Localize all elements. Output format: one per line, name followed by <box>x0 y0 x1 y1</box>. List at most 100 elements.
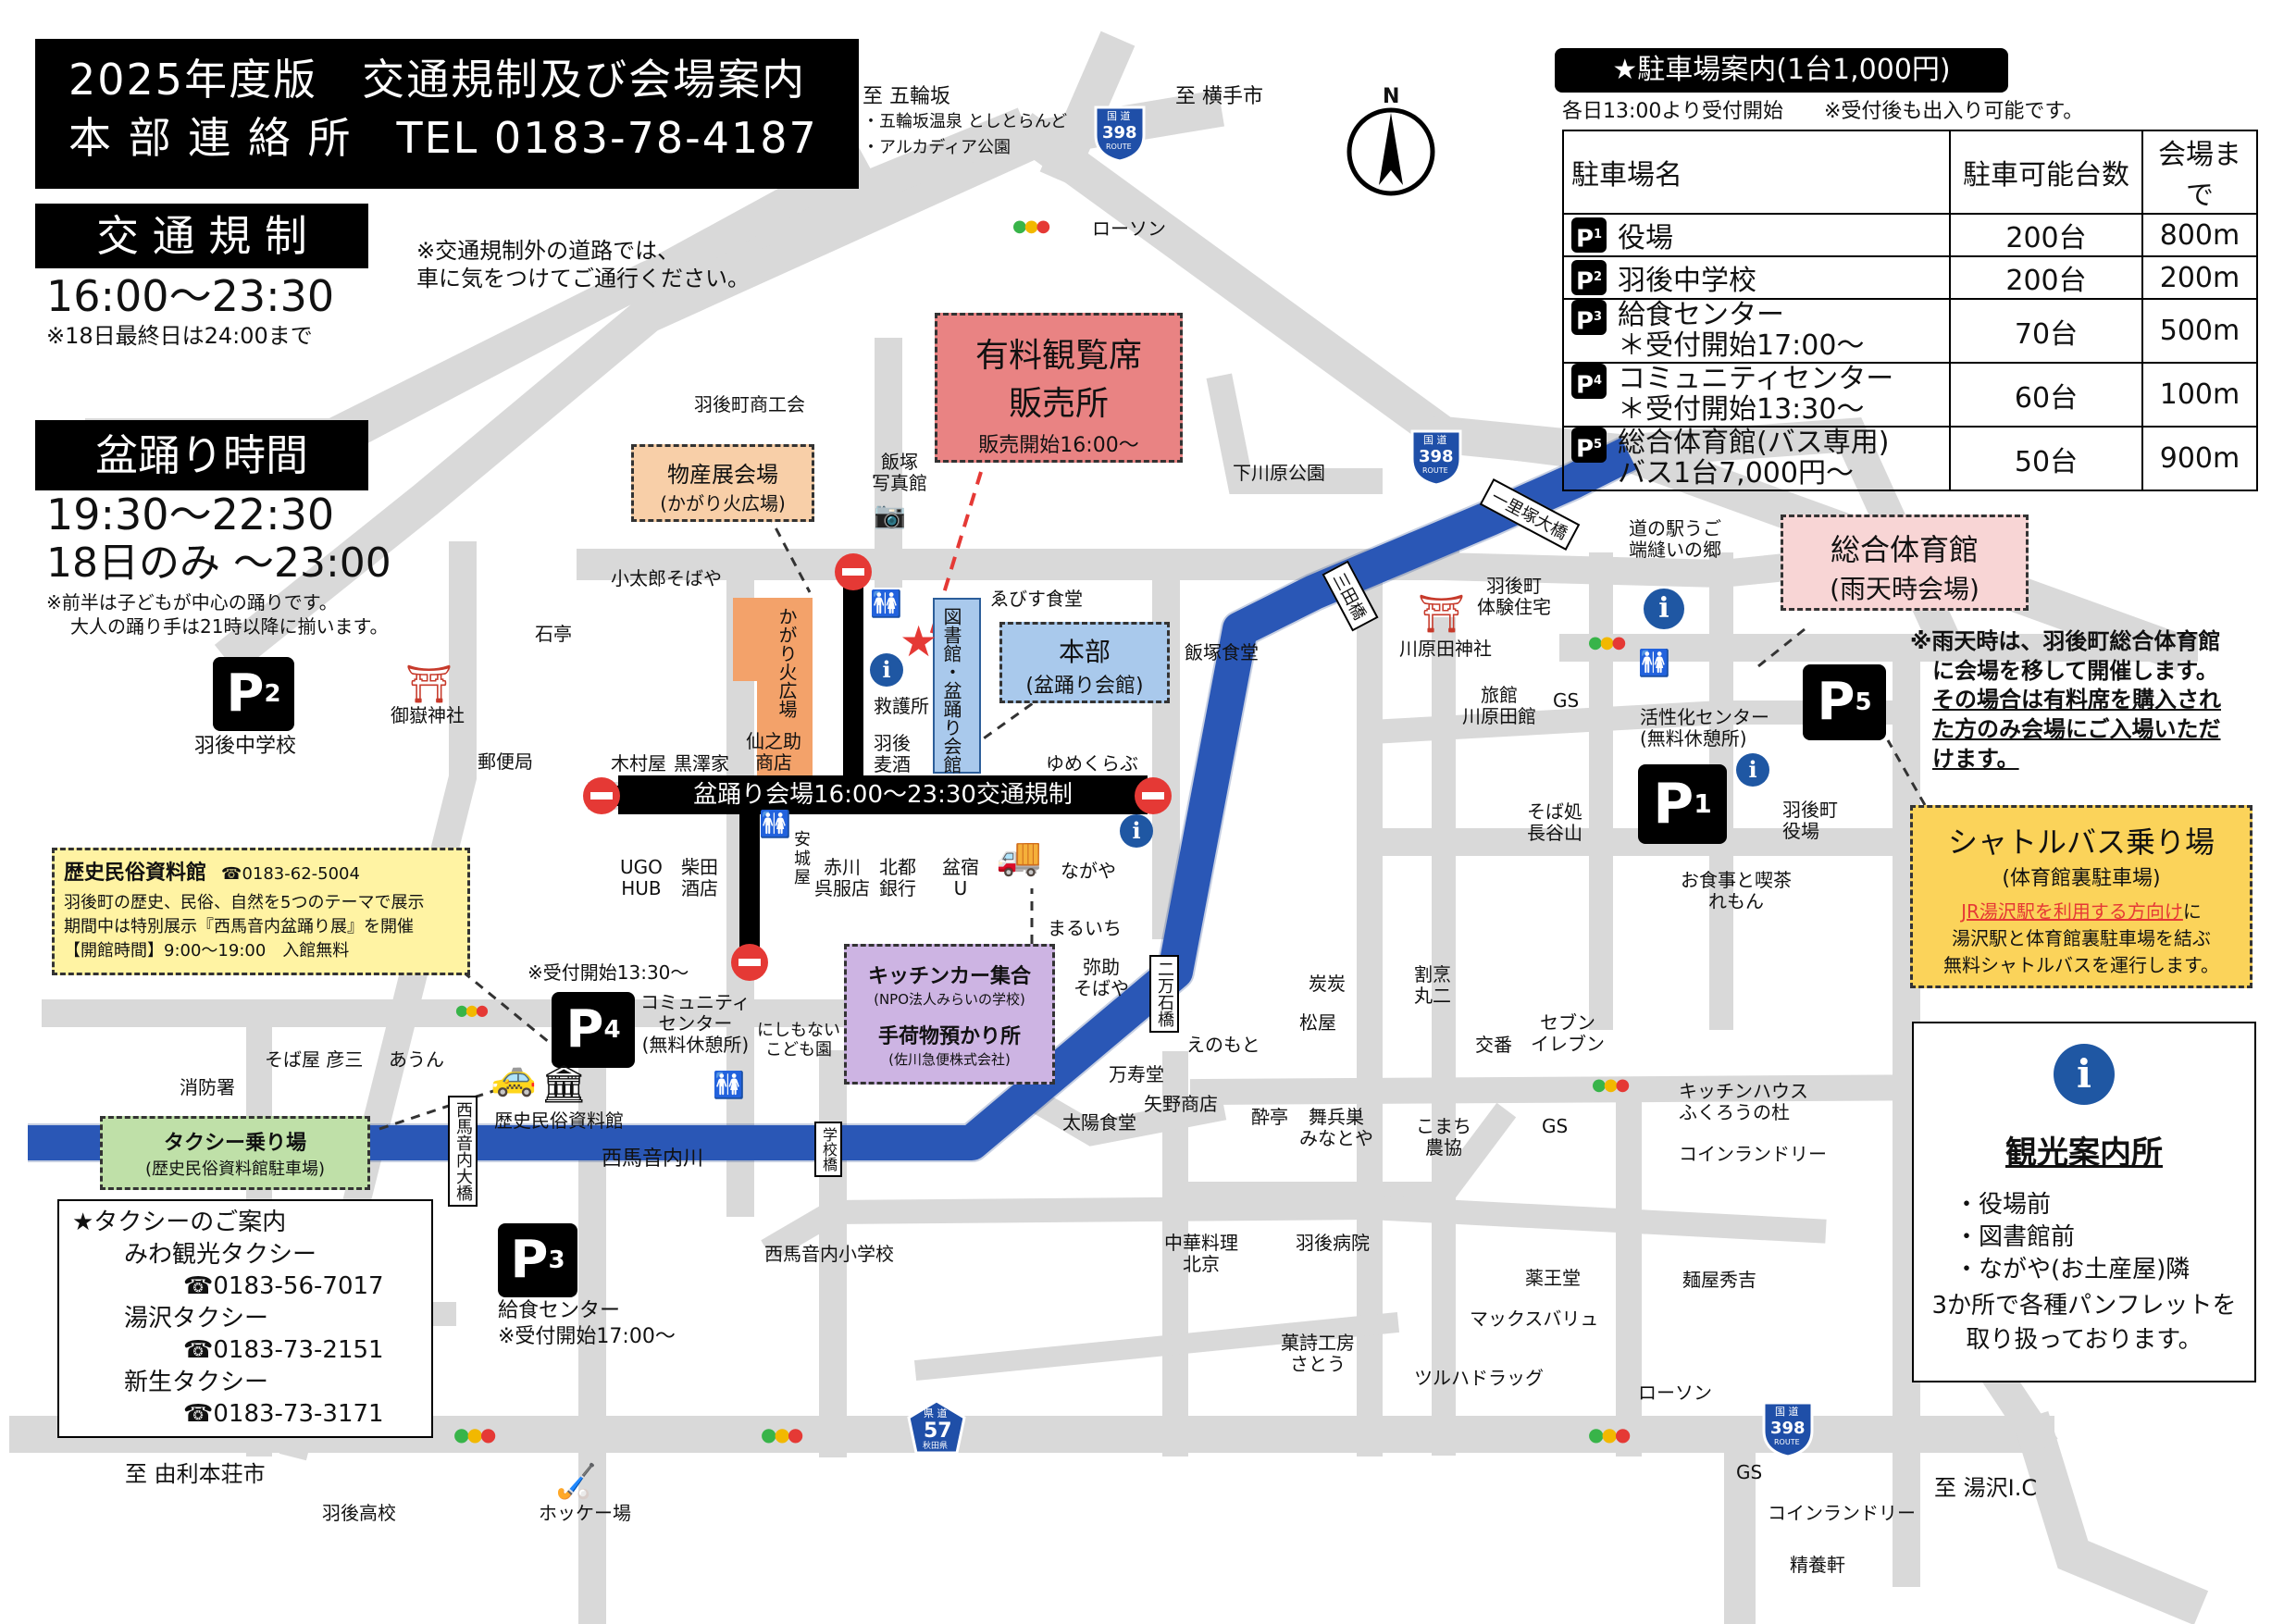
parking-name: 羽後中学校 <box>1618 265 1756 297</box>
map-label: 西馬音内小学校 <box>764 1243 894 1265</box>
map-label: ゑびす食堂 <box>990 588 1083 610</box>
info-icon: i <box>870 653 903 687</box>
taxi-guide-box: ★タクシーのご案内 みわ観光タクシー ☎0183-56-7017 湯沢タクシー … <box>57 1199 433 1438</box>
bussan-box: 物産展会場 (かがり火広場) <box>631 444 814 522</box>
map-label: 薬王堂 <box>1525 1267 1581 1289</box>
parking-count: 50台 <box>1949 426 2143 491</box>
booth-title-1: 有料観覧席 <box>974 337 1142 375</box>
bon-time: 19:30〜22:30 <box>46 490 335 539</box>
map-label: にしもない こども園 <box>757 1021 840 1060</box>
map-label: 飯塚食堂 <box>1185 641 1259 663</box>
shuttle-arrow <box>1886 739 1927 806</box>
map-label: 交番 <box>1475 1034 1512 1056</box>
direction-yokote: 至 横手市 <box>1175 85 1263 108</box>
gym-title: 総合体育館 <box>1830 532 1979 567</box>
map-label: ホッケー場 <box>539 1502 631 1524</box>
parking-dist: 500m <box>2141 298 2258 364</box>
map-label: GS <box>1553 689 1580 712</box>
booth-title-2: 販売所 <box>1008 385 1109 423</box>
shuttle-line-3: 無料シャトルバスを運行します。 <box>1943 954 2219 976</box>
road <box>2013 1411 2209 1624</box>
museum-box: 歴史民俗資料館 ☎0183-62-5004 羽後町の歴史、民俗、自然を5つのテー… <box>52 848 470 975</box>
tourist-info-loc-3: ・ながや(お土産屋)隣 <box>1955 1256 2191 1284</box>
map-label: 給食センター <box>498 1299 621 1322</box>
header-box: 2025年度版 交通規制及び会場案内 本 部 連 絡 所 TEL 0183-78… <box>35 39 859 189</box>
kagaribi-plaza-label: かがり火広場 <box>776 607 798 718</box>
taxi-company-2: 湯沢タクシー <box>124 1304 269 1333</box>
traffic-light-icon: ●●● <box>1012 217 1050 236</box>
map-label: 舞兵巣 みなとや <box>1299 1106 1373 1149</box>
p2-label: 羽後中学校 <box>194 735 297 758</box>
kitchen-title-2: 手荷物預かり所 <box>877 1025 1021 1048</box>
route-398-route: ROUTE <box>1106 143 1132 151</box>
nishimonai-river <box>28 438 1637 1160</box>
map-label: 木村屋 <box>611 752 666 775</box>
no-entry-icon <box>731 944 768 981</box>
parking-header-name: 駐車場名 <box>1562 130 1951 215</box>
booth-box: 有料観覧席 販売所 販売開始16:00〜 <box>935 313 1183 463</box>
nishimonai-river-edge <box>28 436 1638 1162</box>
shuttle-line-2: 湯沢駅と体育館裏駐車場を結ぶ <box>1952 927 2211 949</box>
map-label: 郵便局 <box>478 750 533 773</box>
shuttle-box: シャトルバス乗り場 (体育館裏駐車場) JR湯沢駅を利用する方向けに 湯沢駅と体… <box>1910 805 2253 988</box>
museum-arrow <box>462 970 565 1057</box>
no-entry-icon <box>835 553 872 590</box>
map-label: 炭炭 <box>1309 973 1346 995</box>
info-icon: i <box>1736 753 1769 787</box>
parking-count: 70台 <box>1949 298 2143 364</box>
rain-note-2: に会場を移して開催します。 <box>1932 657 2218 684</box>
traffic-outside-note-2: 車に気をつけてご通行ください。 <box>416 266 750 291</box>
library-label: 図書館・盆踊り会館 <box>940 607 962 774</box>
parking-p5-badge: P5 <box>1803 664 1886 740</box>
traffic-light-icon: ●●● <box>453 1423 496 1445</box>
map-label: 黒澤家 <box>674 752 729 775</box>
shrine-icon: ⛩ <box>405 663 453 706</box>
rain-note-1: ※雨天時は、羽後町総合体育館 <box>1910 628 2221 654</box>
parking-badge-icon: P4 <box>1571 364 1607 400</box>
parking-name: 給食センター <box>1618 299 1784 331</box>
traffic-light-icon: ●●● <box>1588 1423 1631 1445</box>
shuttle-line-1a: JR湯沢駅を利用する方向け <box>1961 900 2183 923</box>
parking-name: コミュニティセンター <box>1618 363 1894 395</box>
map-label: ※受付開始17:00〜 <box>498 1325 676 1348</box>
parking-count: 60台 <box>1949 362 2143 428</box>
map-label: 救護所 <box>874 695 929 717</box>
museum-icon: 🏛 <box>540 1063 588 1106</box>
map-label: コインランドリー <box>1679 1143 1827 1165</box>
route-57-akita: 秋田県 <box>923 1442 949 1451</box>
bon-note-1: ※前半は子どもが中心の踊りです。 <box>46 591 338 614</box>
map-label: 万寿堂 <box>1109 1063 1164 1085</box>
map-label: 川原田神社 <box>1399 638 1492 660</box>
map-label: そば処 長谷山 <box>1527 800 1582 844</box>
parking-badge-icon: P5 <box>1571 428 1607 464</box>
route-398-shield-south: 国 道 398 ROUTE <box>1758 1399 1818 1458</box>
map-label: マックスバリュ <box>1470 1308 1599 1330</box>
gym-box: 総合体育館 (雨天時会場) <box>1781 514 2029 611</box>
map-label: 御嶽神社 <box>391 704 465 726</box>
map-label: UGO HUB <box>620 856 663 899</box>
map-label: 羽後 麦酒 <box>874 732 911 775</box>
parking-dist: 800m <box>2141 213 2258 257</box>
bon-title: 盆踊り時間 <box>35 420 368 490</box>
route-57-number: 57 <box>924 1419 952 1443</box>
parking-p2-badge: P2 <box>213 657 294 731</box>
restroom-icon: 🚻 <box>1638 648 1670 678</box>
tourist-info-loc-2: ・図書館前 <box>1955 1223 2076 1252</box>
bridge-label: 学校橋 <box>814 1122 842 1177</box>
taxi-phone-1: ☎0183-56-7017 <box>183 1272 384 1301</box>
map-label: 北都 銀行 <box>879 856 916 899</box>
taxi-phone-2: ☎0183-73-2151 <box>183 1336 384 1365</box>
map-label: 仙之助 商店 <box>746 730 801 774</box>
bussan-sub: (かがり火広場) <box>660 492 786 514</box>
map-label: 羽後町 体験住宅 <box>1477 575 1551 618</box>
road <box>293 144 874 475</box>
bon-note-2: 大人の踊り手は21時以降に揃います。 <box>70 615 389 638</box>
no-entry-icon <box>583 777 620 814</box>
kitchen-car-icon: 🚚 <box>996 836 1042 878</box>
parking-header-count: 駐車可能台数 <box>1949 130 2143 215</box>
parking-p3-badge: P3 <box>498 1223 577 1297</box>
map-label: 安 城 屋 <box>794 830 811 888</box>
compass-n: N <box>1383 85 1400 108</box>
